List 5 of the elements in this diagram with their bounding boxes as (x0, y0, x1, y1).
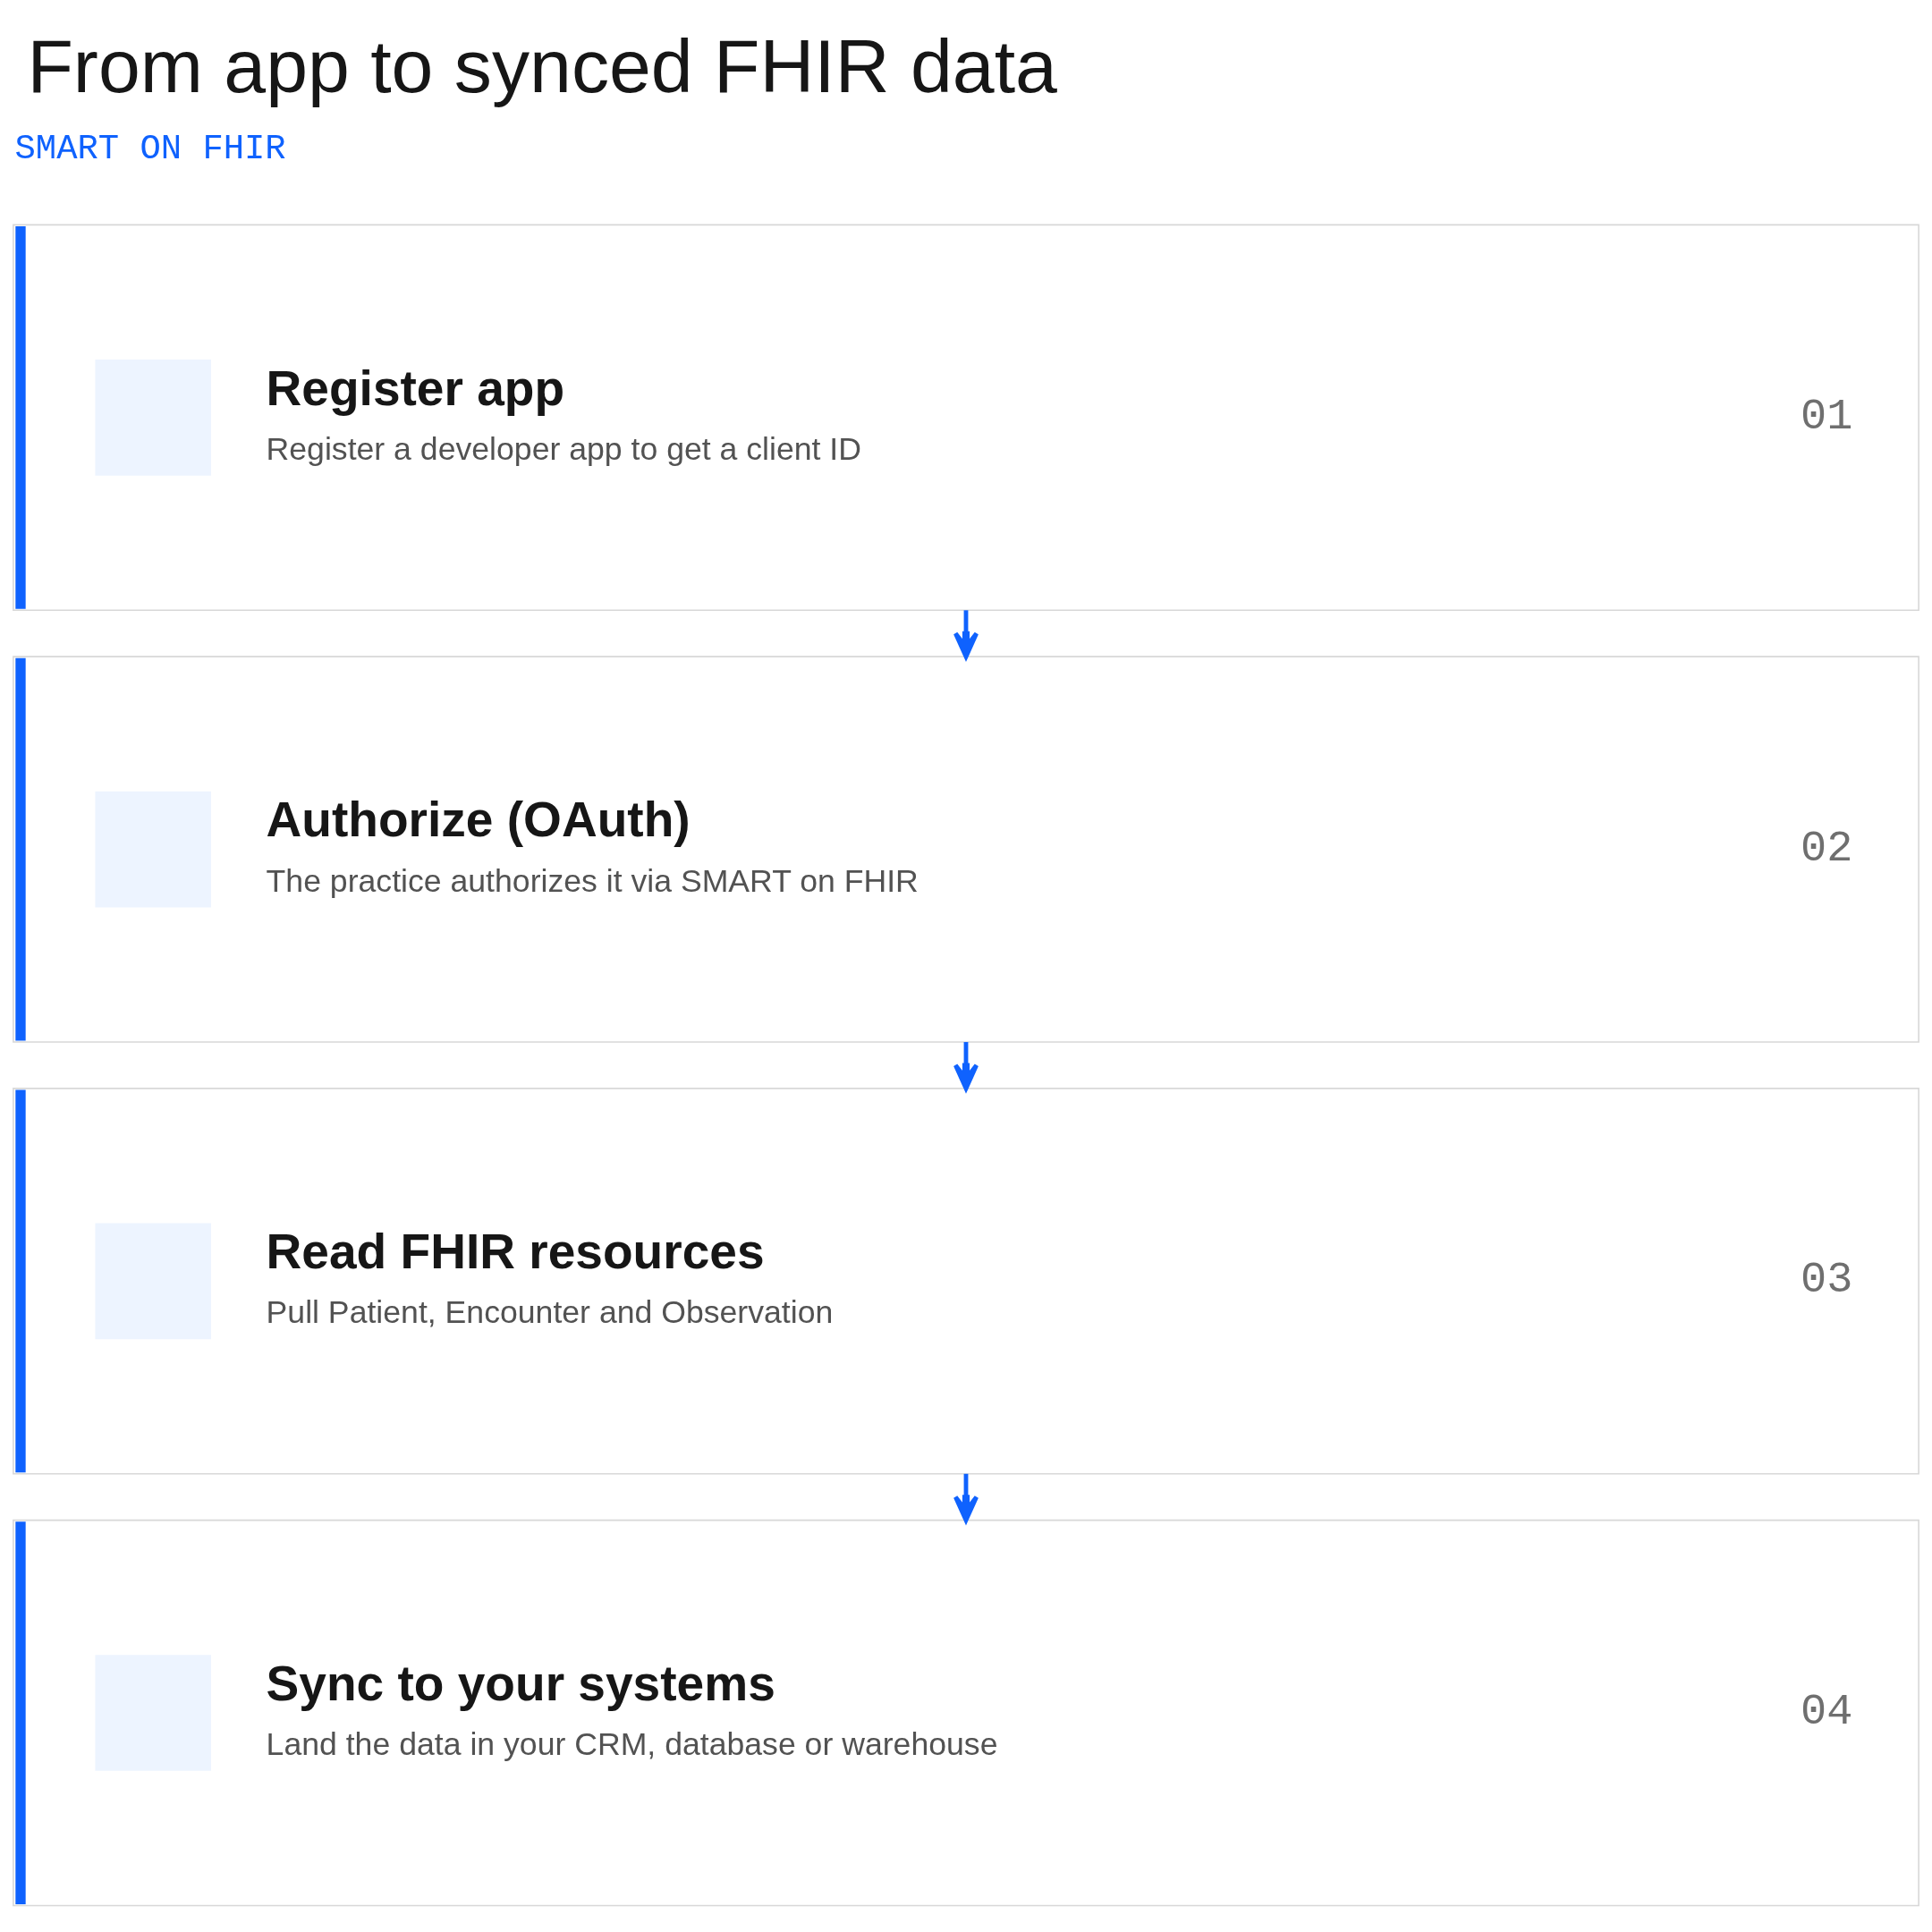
label: SMART ON FHIR (14, 130, 286, 170)
arrow (953, 1042, 979, 1091)
diagram-title: From app to synced FHIR data (27, 24, 1057, 109)
arrow (953, 1473, 979, 1523)
arrow (953, 610, 979, 659)
